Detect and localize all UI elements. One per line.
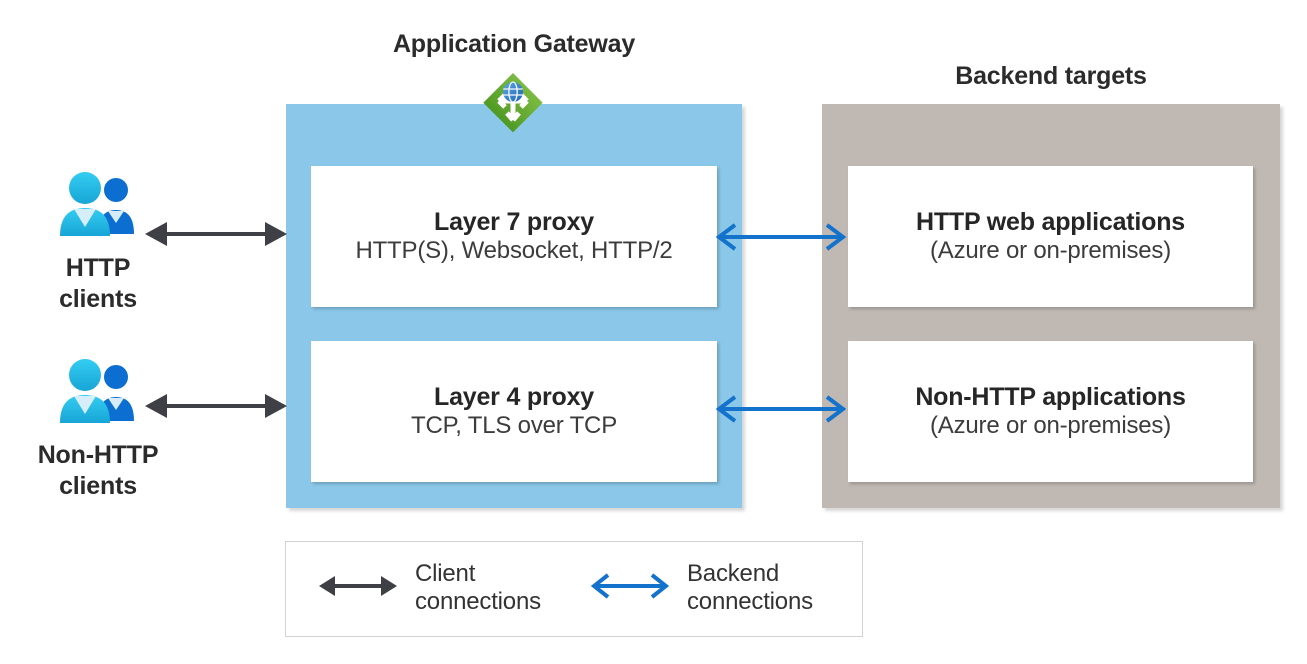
non-http-clients-label-line1: Non-HTTP (37, 441, 159, 469)
legend-backend-connections-text: Backend connections (687, 560, 813, 617)
legend-item-client-connections: Client connections (319, 560, 541, 617)
layer-4-proxy-title: Layer 4 proxy (434, 382, 594, 411)
legend-item-backend-connections: Backend connections (590, 560, 813, 617)
backend-targets-title: Backend targets (955, 62, 1147, 90)
legend-backend-line2: connections (687, 588, 813, 616)
http-web-applications-card[interactable]: HTTP web applications (Azure or on-premi… (848, 166, 1253, 307)
users-icon (0, 355, 196, 434)
legend-client-connections-text: Client connections (415, 560, 541, 617)
http-clients-label-line1: HTTP (65, 254, 131, 282)
legend-client-line1: Client (415, 560, 476, 587)
backend-connection-arrow-http (715, 222, 847, 257)
layer-4-proxy-card[interactable]: Layer 4 proxy TCP, TLS over TCP (311, 341, 717, 482)
layer-7-proxy-title: Layer 7 proxy (434, 207, 594, 236)
non-http-applications-card[interactable]: Non-HTTP applications (Azure or on-premi… (848, 341, 1253, 482)
legend-backend-line1: Backend (687, 560, 779, 587)
legend: Client connections Backend connections (285, 541, 863, 637)
client-connection-arrow-http (145, 218, 287, 255)
double-arrow-black-icon (319, 571, 397, 606)
users-icon (0, 168, 196, 247)
backend-connection-arrow-non-http (715, 394, 847, 429)
layer-7-proxy-card[interactable]: Layer 7 proxy HTTP(S), Websocket, HTTP/2 (311, 166, 717, 307)
http-clients-group: HTTP clients (0, 168, 196, 314)
legend-client-line2: connections (415, 588, 541, 616)
non-http-applications-title: Non-HTTP applications (915, 382, 1186, 411)
layer-7-proxy-subtitle: HTTP(S), Websocket, HTTP/2 (355, 236, 673, 264)
non-http-clients-group: Non-HTTP clients (0, 355, 196, 501)
client-connection-arrow-non-http (145, 390, 287, 427)
application-gateway-title: Application Gateway (392, 30, 636, 58)
application-gateway-icon (481, 71, 545, 140)
http-clients-label-line2: clients (59, 284, 137, 313)
non-http-applications-subtitle: (Azure or on-premises) (929, 411, 1171, 439)
http-web-applications-subtitle: (Azure or on-premises) (929, 236, 1171, 264)
http-web-applications-title: HTTP web applications (916, 207, 1185, 236)
double-arrow-blue-icon (590, 571, 670, 606)
non-http-clients-label-line2: clients (59, 471, 137, 500)
layer-4-proxy-subtitle: TCP, TLS over TCP (410, 411, 617, 439)
